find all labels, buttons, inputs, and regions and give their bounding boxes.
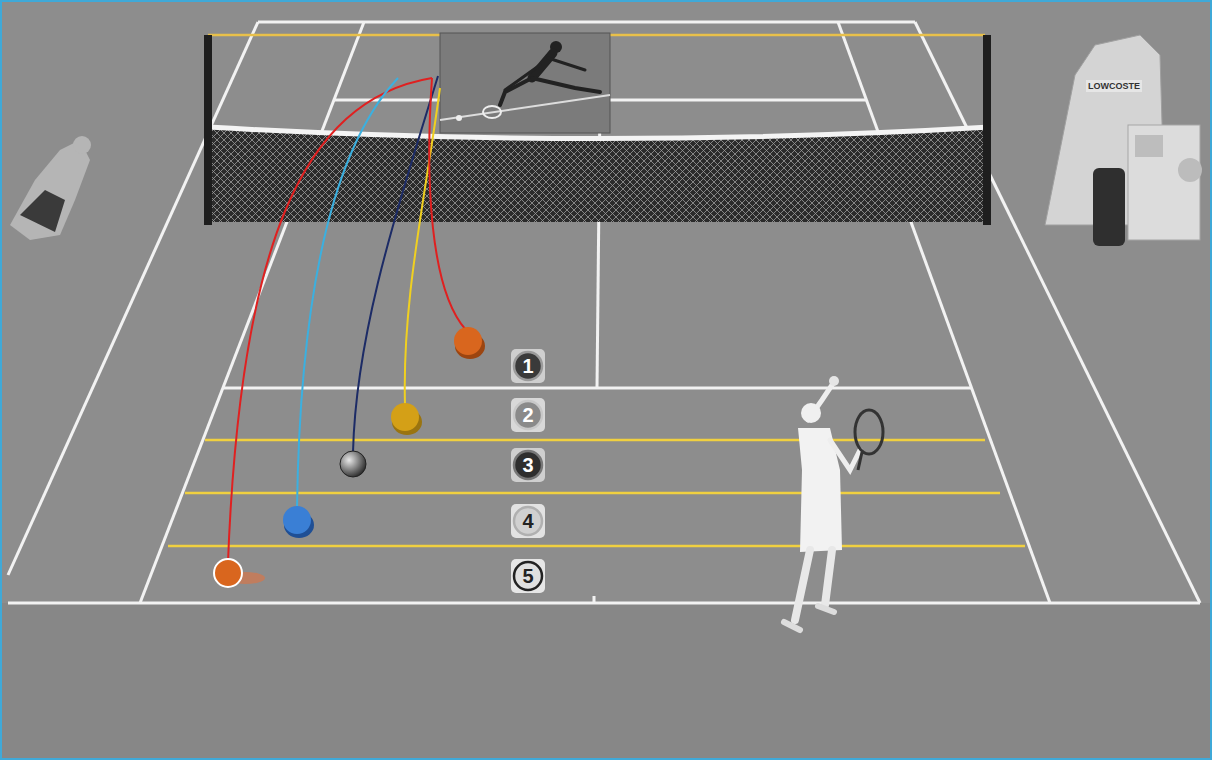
callout-number: 3 — [522, 454, 533, 476]
callout-number: 1 — [522, 355, 533, 377]
player-figure — [784, 376, 883, 630]
badge-plate — [511, 504, 545, 538]
badge-disc — [514, 401, 542, 429]
ball-trajectories — [228, 76, 466, 562]
umpire-stand — [1045, 35, 1202, 246]
zone-number-badge: 2 — [511, 398, 545, 432]
callout-number: 2 — [522, 404, 533, 426]
badge-disc — [514, 451, 542, 479]
badge-disc — [514, 562, 542, 590]
badge-plate — [511, 559, 545, 593]
callout-number: 4 — [522, 510, 533, 532]
badge-plate — [511, 349, 545, 383]
zone-number-badge: 4 — [511, 504, 545, 538]
badge-plate — [511, 448, 545, 482]
badge-plate — [511, 398, 545, 432]
zone-number-badge: 5 — [511, 559, 545, 593]
back-court-area — [0, 603, 1212, 760]
sponsor-label: LOWCOSTE — [1086, 80, 1142, 92]
badge-disc — [514, 507, 542, 535]
callout-number: 5 — [522, 565, 533, 587]
ball-markers — [214, 327, 485, 587]
zone-number-badge: 3 — [511, 448, 545, 482]
badge-disc — [514, 352, 542, 380]
inset-photo — [440, 33, 610, 133]
zone-number-badge: 1 — [511, 349, 545, 383]
courtside-equipment — [10, 136, 91, 240]
court-lines — [8, 22, 1200, 603]
